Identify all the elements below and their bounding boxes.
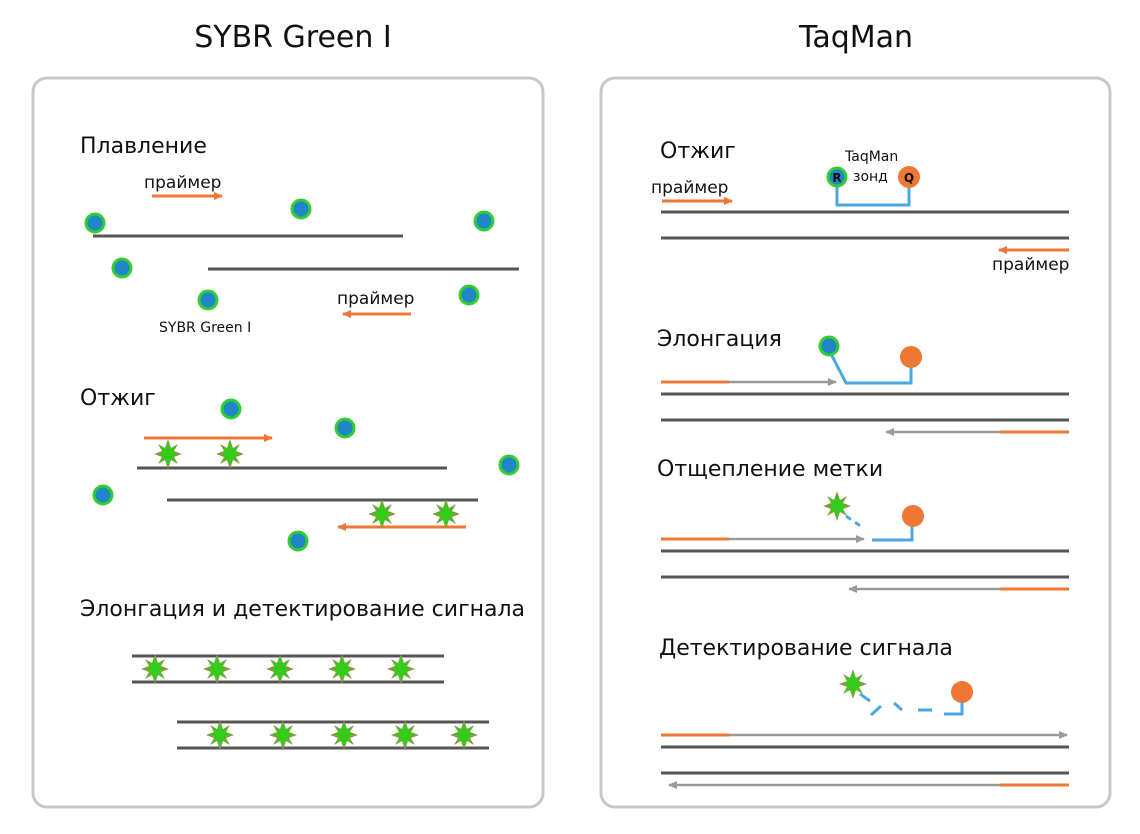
sybr-dye-icon: [92, 484, 114, 506]
taqman-probe-line: [827, 349, 913, 385]
taqman-cleaved-probe-line: [893, 701, 903, 712]
sybr-elongation-step: Элонгация и детектирование сигнала: [80, 597, 525, 750]
taqman-cleavage-heading: Отщепление метки: [657, 457, 883, 482]
taqman-cleaved-probe-line: [845, 514, 863, 529]
sybr-melting-heading: Плавление: [80, 134, 207, 159]
sybr-annealing-step: Отжиг: [80, 386, 520, 552]
reporter-letter: R: [832, 171, 841, 185]
reporter-dye-icon: [826, 166, 848, 188]
taqman-annealing-heading: Отжиг: [660, 139, 736, 164]
sybr-dye-icon: [473, 210, 495, 232]
sybr-melting-step: Плавление праймер праймер SYBR Green I: [80, 134, 519, 336]
taqman-detection-heading: Детектирование сигнала: [659, 636, 953, 661]
taqman-detection-step: Детектирование сигнала: [659, 636, 1069, 789]
taqman-elongation-heading: Элонгация: [657, 327, 782, 352]
taqman-cleavage-step: Отщепление метки: [657, 457, 1069, 593]
taqman-probe-line: [944, 700, 964, 716]
quencher-icon: [902, 505, 924, 527]
sybr-dye-icon: [197, 289, 219, 311]
reporter-dye-icon: [818, 335, 840, 357]
sybr-dye-icon: [458, 284, 480, 306]
taqman-primer-top-label: праймер: [651, 178, 728, 198]
quencher-icon: [900, 346, 922, 368]
taqman-probe-label-2: зонд: [853, 169, 888, 185]
sybr-melting-primer-top-label: праймер: [144, 173, 221, 193]
sybr-dye-icon: [290, 198, 312, 220]
sybr-melting-primer-bottom-label: праймер: [337, 289, 414, 309]
left-panel-title: SYBR Green I: [194, 20, 392, 55]
right-panel-frame: [599, 76, 1112, 809]
taqman-probe-label-1: TaqMan: [844, 149, 898, 165]
taqman-cleaved-probe-line: [859, 692, 871, 703]
sybr-dye-label: SYBR Green I: [159, 320, 251, 336]
quencher-icon: [951, 681, 973, 703]
taqman-annealing-step: Отжиг праймер TaqMan зонд R Q праймер: [651, 139, 1069, 275]
left-panel-frame: [31, 76, 545, 809]
sybr-dye-icon: [84, 212, 106, 234]
taqman-probe-line: [835, 185, 911, 207]
sybr-elongation-heading: Элонгация и детектирование сигнала: [80, 597, 525, 622]
quencher-letter: Q: [904, 171, 914, 185]
taqman-probe-line: [872, 524, 914, 542]
taqman-elongation-step: Элонгация: [657, 327, 1069, 436]
sybr-dye-icon: [334, 417, 356, 439]
sybr-dye-icon: [498, 454, 520, 476]
sybr-annealing-heading: Отжиг: [80, 386, 156, 411]
taqman-cleaved-probe-line: [869, 704, 883, 717]
quencher-icon: [898, 166, 920, 188]
sybr-dye-icon: [220, 398, 242, 420]
right-panel-title: TaqMan: [798, 20, 913, 55]
taqman-primer-bottom-label: праймер: [992, 255, 1069, 275]
sybr-dye-icon: [287, 530, 309, 552]
sybr-dye-icon: [111, 257, 133, 279]
